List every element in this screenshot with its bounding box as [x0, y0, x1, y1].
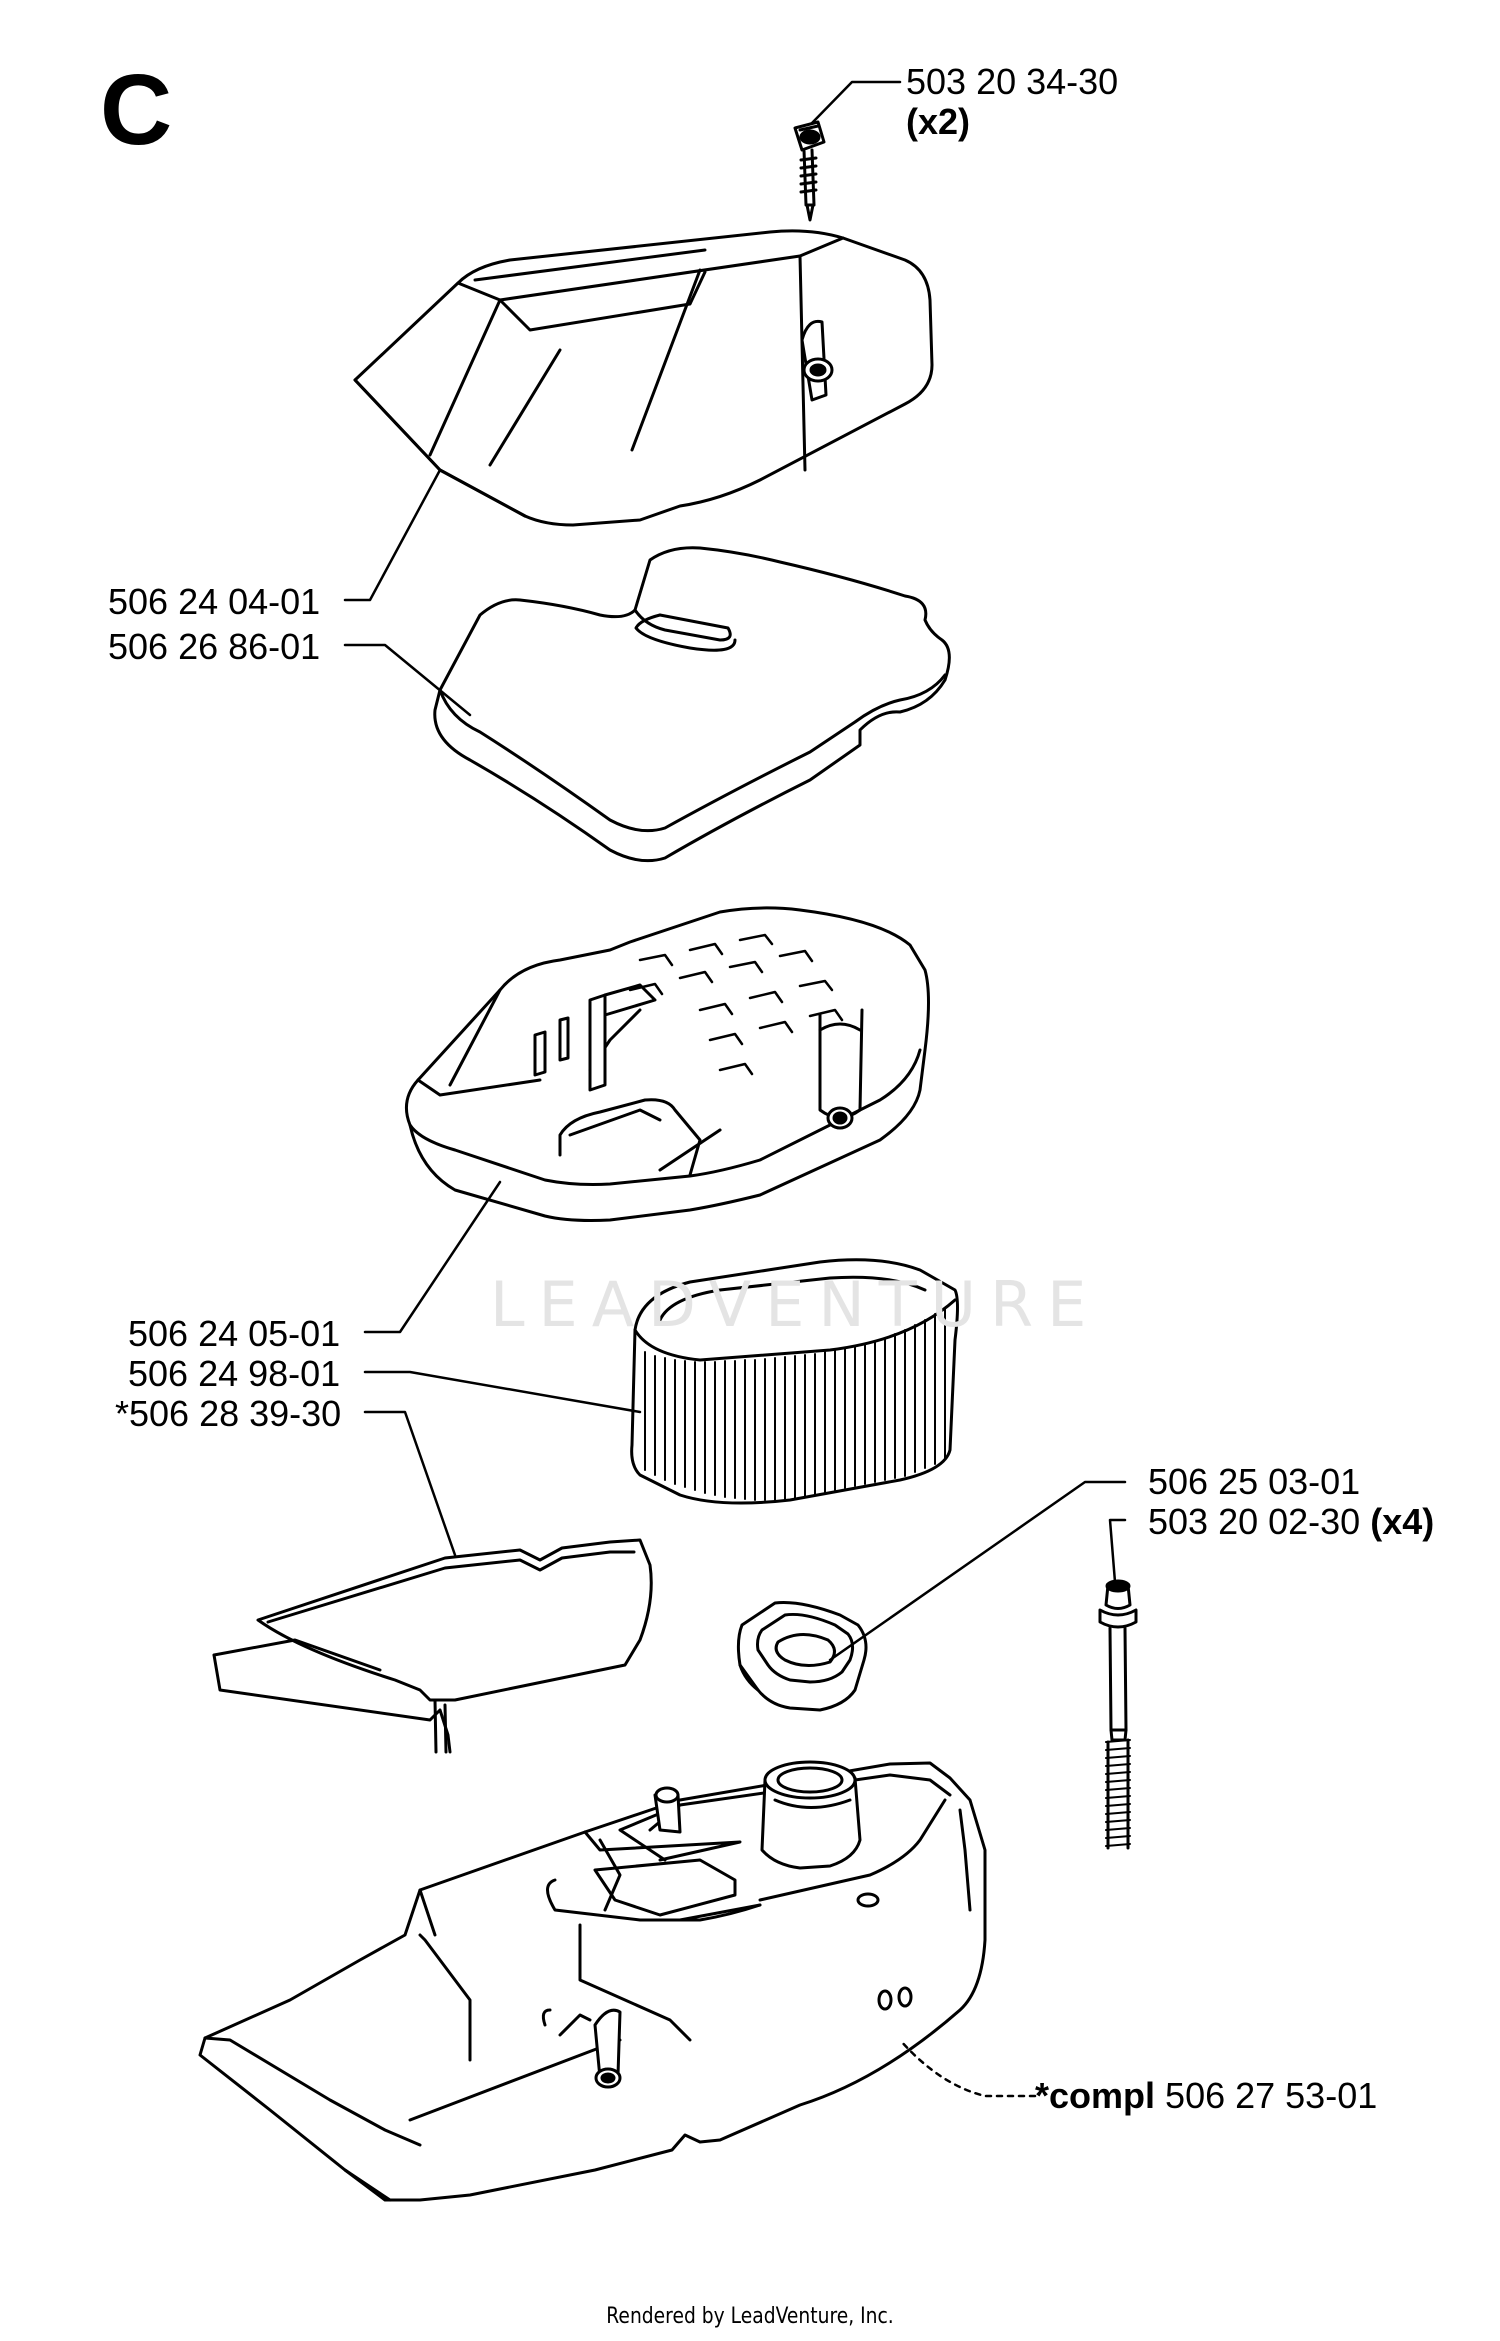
filter-housing-506-24-05-01 — [404, 906, 930, 1222]
filter-pad-506-26-86-01 — [433, 546, 951, 863]
part-label-506-28-39-30: *506 28 39-30 — [115, 1393, 342, 1434]
leader-lines — [343, 80, 1127, 2098]
section-letter: C — [100, 54, 173, 166]
grommet-506-25-03-01 — [736, 1601, 868, 1712]
part-label-506-25-03-01: 506 25 03-01 — [1148, 1461, 1361, 1502]
part-label-503-20-02-30: 503 20 02-30 (x4) — [1148, 1501, 1435, 1542]
part-label-506-26-86-01: 506 26 86-01 — [108, 626, 321, 667]
part-label-506-24-04-01: 506 24 04-01 — [108, 581, 321, 622]
part-label-503-20-34-30: 503 20 34-30 — [906, 61, 1119, 102]
part-label-506-24-05-01: 506 24 05-01 — [128, 1313, 341, 1354]
part-label-506-24-98-01: 506 24 98-01 — [128, 1353, 341, 1394]
top-cover-506-24-04-01 — [353, 229, 934, 527]
air-filter-506-24-98-01 — [630, 1258, 959, 1505]
footer-credit: Rendered by LeadVenture, Inc. — [606, 2304, 894, 2329]
bolt-503-20-02-30 — [1098, 1579, 1138, 1850]
part-qty-503-20-34-30: (x2) — [906, 101, 971, 142]
leader-506-24-98-01 — [363, 1370, 642, 1414]
part-prefix-compl: *compl — [1035, 2075, 1156, 2116]
leader-506-28-39-30 — [363, 1410, 457, 1557]
leader-503-20-02-30 — [1108, 1518, 1127, 1584]
watermark-text: LEADVENTURE — [490, 1268, 1101, 1341]
leader-506-26-86-01 — [343, 643, 472, 717]
part-qty-503-20-02-30: (x4) — [1370, 1501, 1435, 1542]
screw-503-20-34-30 — [793, 120, 826, 222]
leader-506-25-03-01 — [828, 1480, 1127, 1662]
leader-506-24-04-01 — [343, 468, 442, 602]
leader-506-24-05-01 — [363, 1180, 502, 1334]
leader-503-20-34-30 — [810, 80, 902, 125]
base-housing-506-27-53-01 — [198, 1760, 987, 2202]
gasket-506-28-39-30 — [212, 1538, 653, 1754]
leader-506-27-53-01 — [898, 2038, 1037, 2098]
part-label-506-27-53-01: *compl 506 27 53-01 — [1035, 2075, 1378, 2116]
